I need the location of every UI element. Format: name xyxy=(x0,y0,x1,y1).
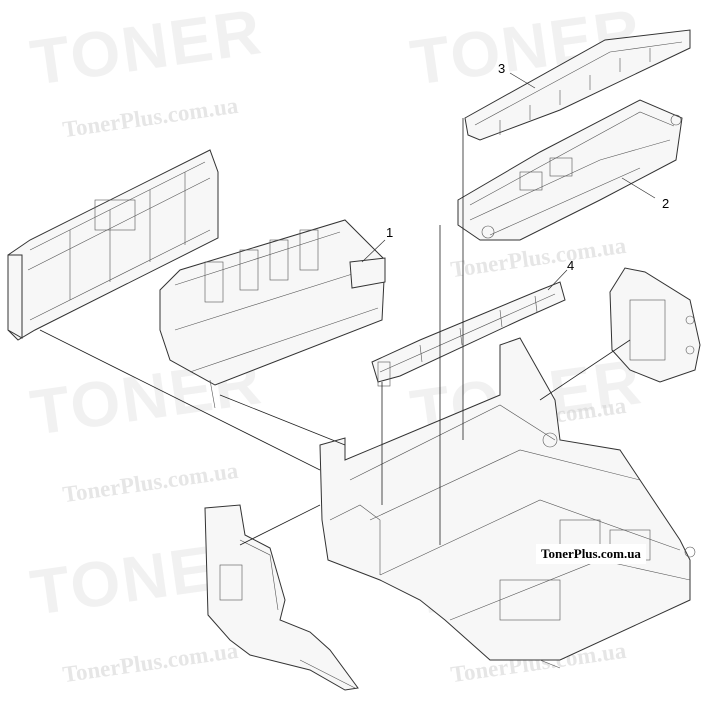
callout-4-leader xyxy=(547,269,568,291)
callout-1: 1 xyxy=(386,225,394,240)
part-3-roller-bar xyxy=(464,29,691,141)
left-rear-panel xyxy=(7,149,219,341)
callout-1-leader xyxy=(361,239,386,263)
part-1-guide-assembly xyxy=(159,219,386,409)
assembly-guide-lines xyxy=(39,118,631,546)
part-2-roller-assembly xyxy=(457,99,683,241)
callout-2-leader xyxy=(621,177,656,199)
right-side-bracket xyxy=(609,267,701,383)
part-4-bracket xyxy=(371,281,566,387)
main-chassis xyxy=(319,337,696,669)
callout-2: 2 xyxy=(662,196,670,211)
callout-3-leader xyxy=(509,72,536,89)
callout-4: 4 xyxy=(567,258,575,273)
left-side-plate xyxy=(204,504,359,691)
callout-3: 3 xyxy=(498,61,506,76)
source-stamp: TonerPlus.com.ua xyxy=(536,544,646,564)
